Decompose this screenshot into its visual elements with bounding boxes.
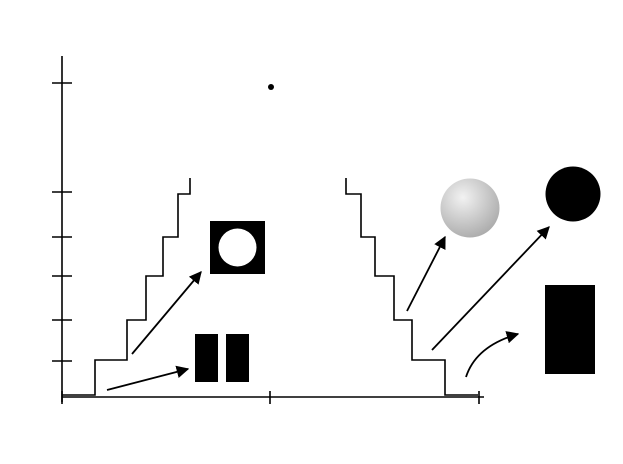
ascending-staircase <box>62 178 191 396</box>
shaded-sphere-icon <box>440 178 500 238</box>
descending-staircase <box>345 178 478 396</box>
two-bars-icon <box>195 334 249 382</box>
arrow-to-ring-square <box>131 271 202 355</box>
ring-square-icon <box>210 221 265 274</box>
dot-marker <box>268 84 274 90</box>
arrows <box>106 226 550 391</box>
arrow-to-tall-bar <box>465 331 520 378</box>
arrow-to-disc <box>431 226 550 351</box>
axes <box>52 56 484 404</box>
arrow-to-sphere <box>406 235 446 312</box>
arrow-to-two-bars <box>106 365 190 391</box>
tall-bar-icon <box>545 285 595 374</box>
filled-disc-icon <box>545 166 601 222</box>
